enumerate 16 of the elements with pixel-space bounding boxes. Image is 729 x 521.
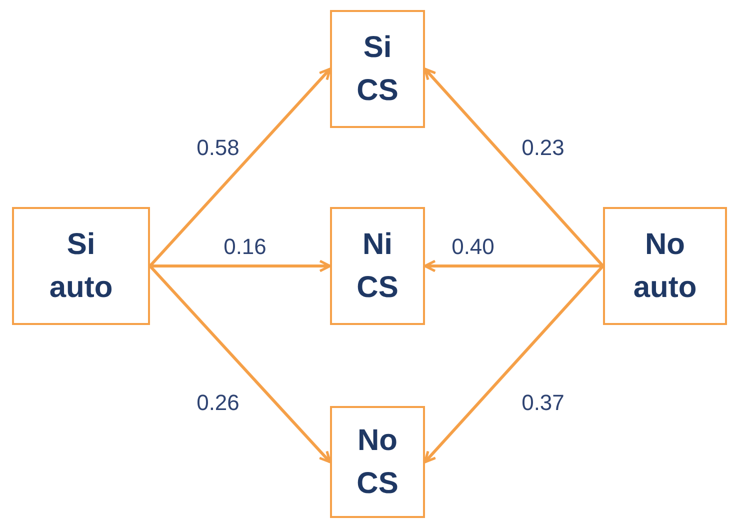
arrow [424,265,604,464]
state-label: Si auto [48,226,114,306]
state-box [330,406,425,518]
state-box [330,207,425,325]
arrow [150,260,332,272]
arrow [424,68,604,267]
state-box [603,207,727,325]
state-label: No CS [356,422,400,502]
arrow [424,260,603,272]
state-label: No auto [632,226,698,306]
state-box [12,207,150,325]
state-box [330,10,425,128]
state-label: Ni CS [356,226,400,306]
state-label: Si CS [356,30,400,109]
arrow [148,264,332,464]
arrow [148,68,332,268]
